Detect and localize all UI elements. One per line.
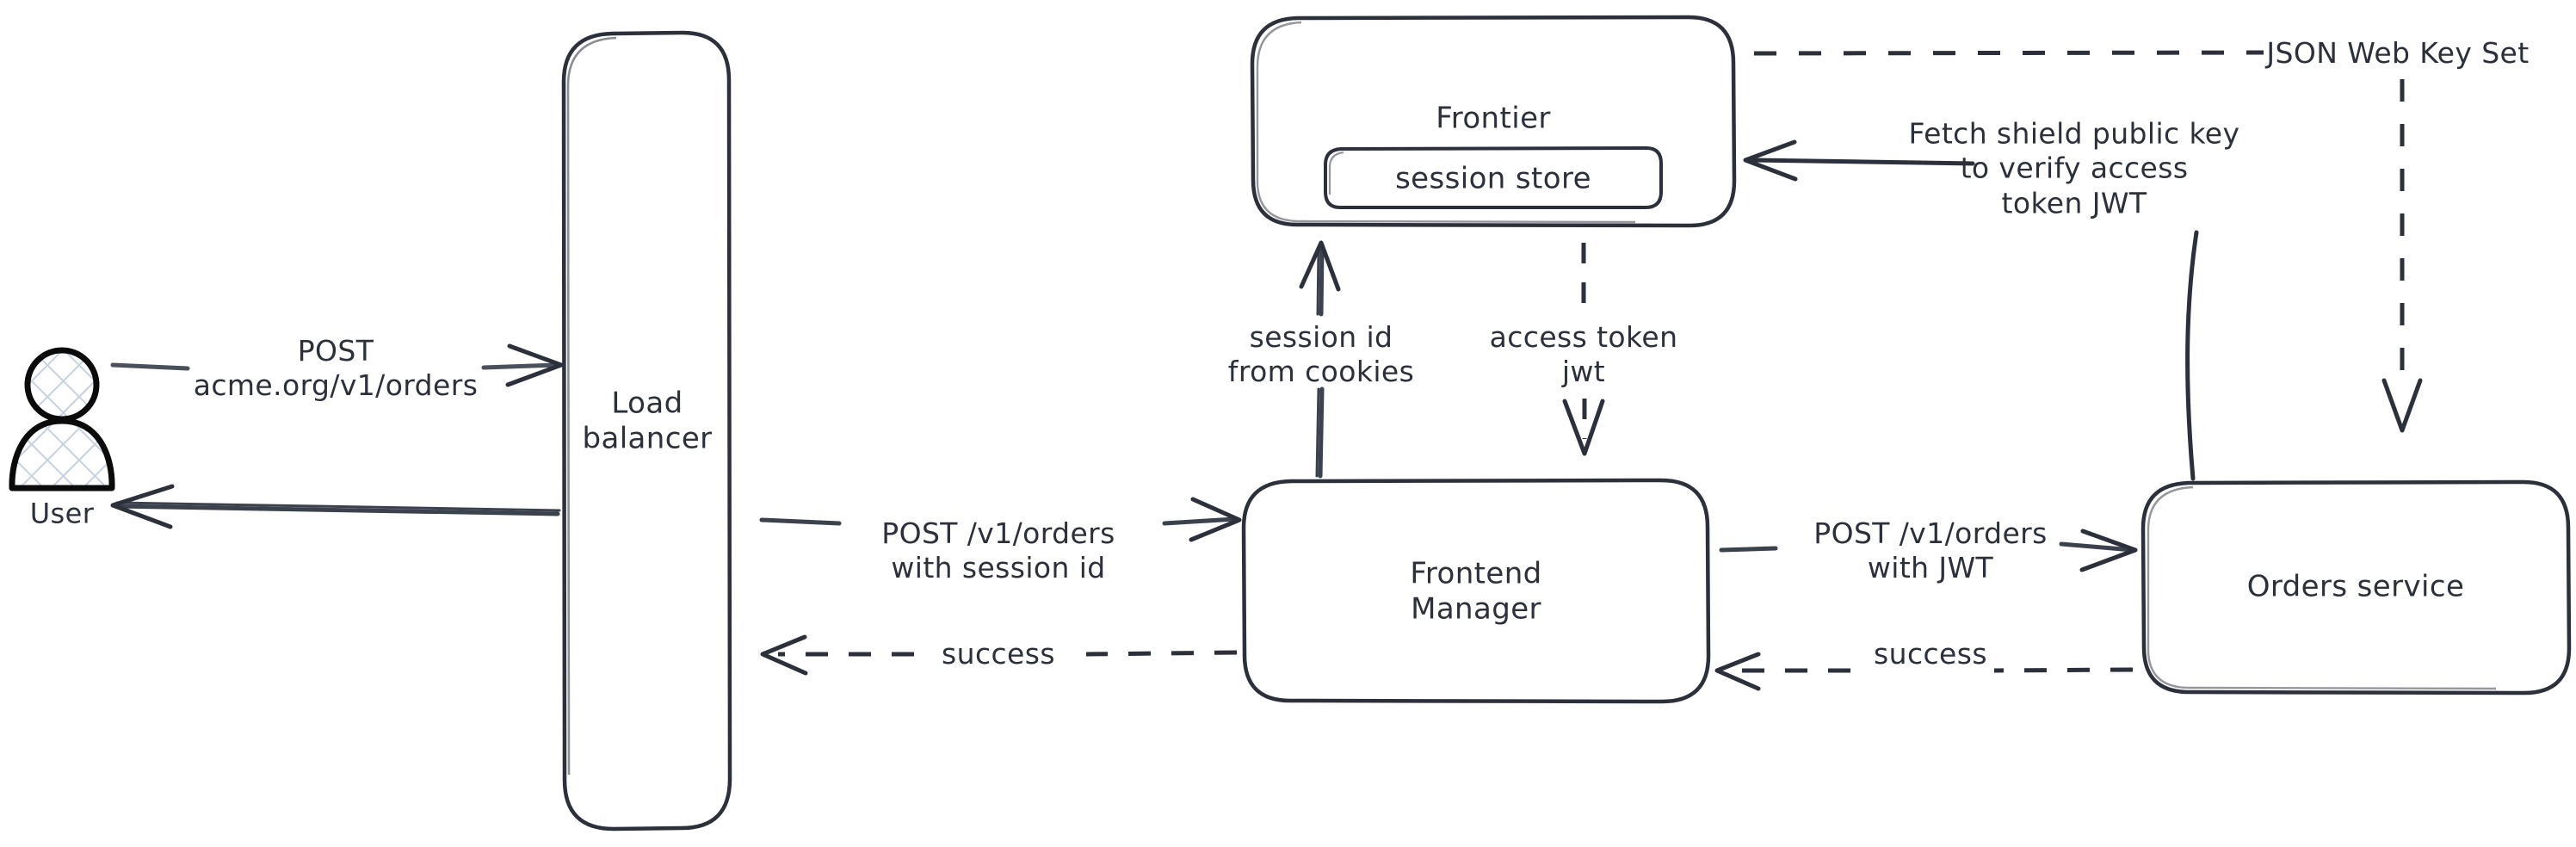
edge-load-balancer-to-frontend-manager <box>759 497 1242 542</box>
edge-frontend-manager-to-load-balancer-success <box>760 634 1238 676</box>
edge-json-web-key-set <box>1753 50 2423 433</box>
edge-orders-service-to-frontier-fetch-key <box>1743 139 2199 481</box>
edge-frontier-to-frontend-manager-access-token <box>1562 243 1605 456</box>
edge-orders-service-to-frontend-manager-success <box>1714 652 2134 691</box>
load-balancer-shape[interactable] <box>561 30 732 832</box>
frontend-manager-shape[interactable] <box>1241 478 1711 704</box>
orders-service-shape[interactable] <box>2140 479 2572 696</box>
session-store-shape[interactable] <box>1324 146 1663 209</box>
edge-load-balancer-to-user <box>110 484 561 529</box>
edge-frontend-manager-to-orders-service <box>1719 529 2138 572</box>
person-icon <box>9 347 115 492</box>
edge-user-to-load-balancer <box>110 343 564 387</box>
edge-frontend-manager-to-frontier-session-id <box>1299 240 1341 479</box>
